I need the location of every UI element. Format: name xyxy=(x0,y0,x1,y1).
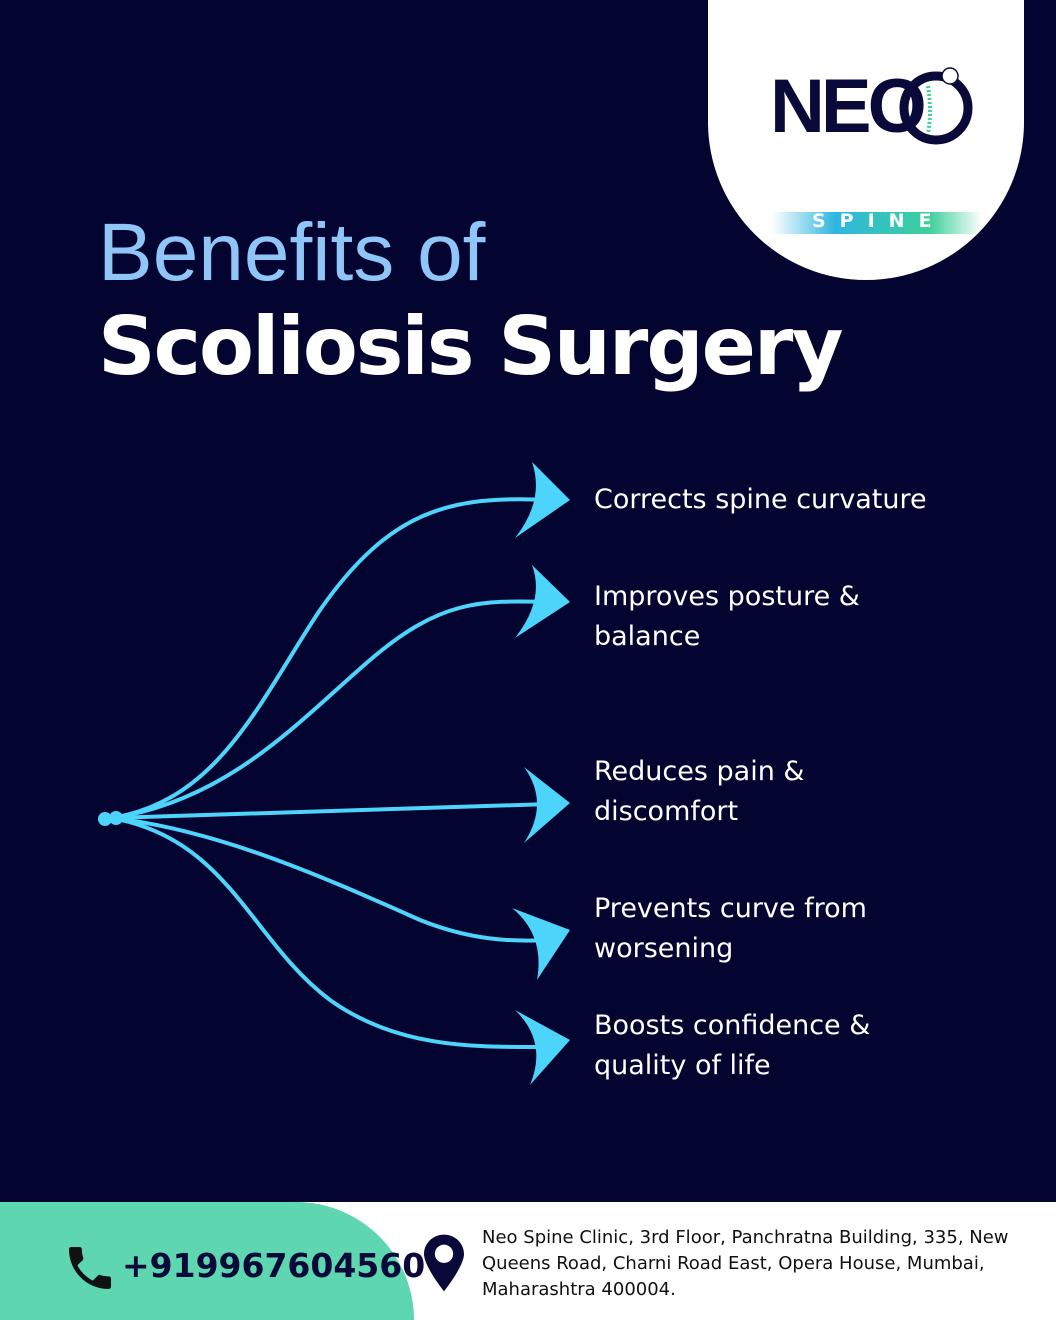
title-line-1: Benefits of xyxy=(98,207,486,298)
title-line-2: Scoliosis Surgery xyxy=(98,300,843,393)
benefit-1: Corrects spine curvature xyxy=(594,484,927,515)
location-pin-icon xyxy=(424,1234,464,1292)
benefit-3: Reduces pain & discomfort xyxy=(594,756,805,827)
logo-spine: SPINE xyxy=(812,210,946,232)
spine-figure-icon xyxy=(899,67,973,145)
logo-gradient-bar xyxy=(772,212,982,234)
benefit-5: Boosts confidence & quality of life xyxy=(594,1010,871,1081)
benefit-4: Prevents curve from worsening xyxy=(594,893,867,964)
arrow-4 xyxy=(111,816,551,943)
arrowhead-4 xyxy=(512,908,570,980)
arrow-3 xyxy=(111,802,551,820)
arrowhead-1 xyxy=(515,462,570,538)
phone-icon xyxy=(69,1247,111,1289)
benefit-2: Improves posture & balance xyxy=(594,581,860,652)
arrowhead-2 xyxy=(515,565,570,638)
phone-panel xyxy=(0,1202,414,1320)
arrowhead-3 xyxy=(524,767,570,843)
phone-number[interactable]: +919967604560 xyxy=(122,1246,426,1285)
arrow-2 xyxy=(111,599,551,820)
arrow-1 xyxy=(111,497,551,820)
clinic-address: Neo Spine Clinic, 3rd Floor, Panchratna … xyxy=(482,1227,1009,1300)
neo-spine-logo: NEO SPINE xyxy=(770,62,990,234)
arrow-5 xyxy=(111,816,551,1050)
origin-dot xyxy=(98,812,112,826)
arrowhead-5 xyxy=(515,1010,570,1085)
